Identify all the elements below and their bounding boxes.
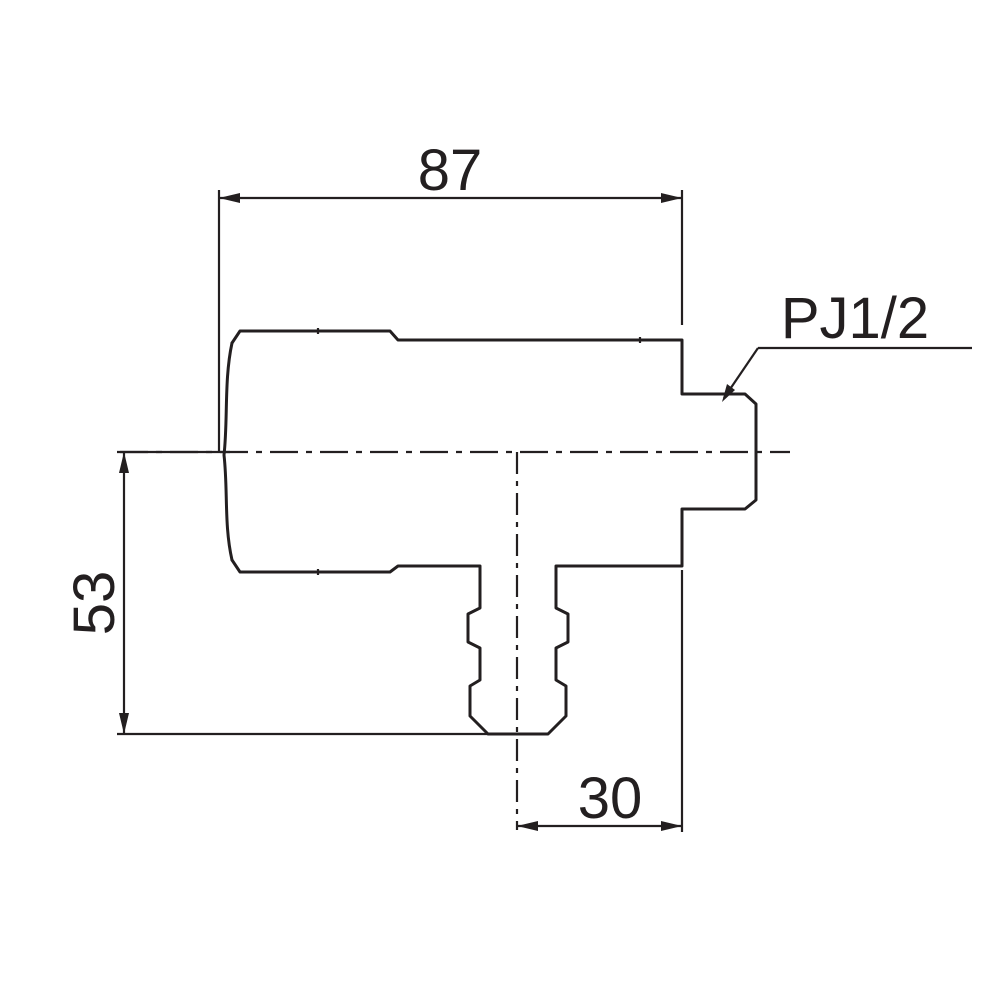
dimension-label-width: 87 [418, 138, 483, 203]
fitting-outline [222, 328, 758, 736]
dimension-outlet-offset: 30 [517, 570, 684, 832]
dimension-label-height: 53 [62, 571, 127, 636]
thread-callout: PJ1/2 [722, 286, 972, 402]
dimension-overall-width: 87 [217, 138, 684, 452]
dimension-height: 53 [62, 450, 490, 736]
dimension-label-offset: 30 [578, 766, 643, 831]
thread-label: PJ1/2 [781, 286, 929, 351]
center-lines [120, 450, 790, 830]
